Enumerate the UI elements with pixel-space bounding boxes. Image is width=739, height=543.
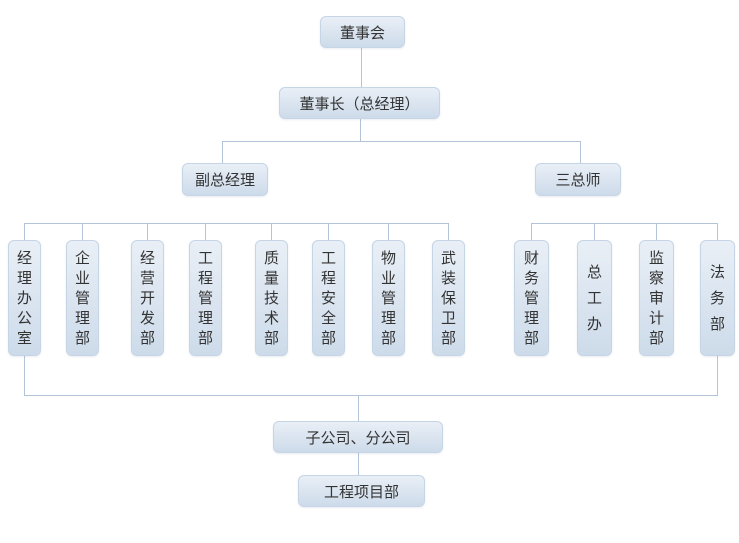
node-dept-manager-office: 经理办公室 — [8, 240, 41, 356]
node-dept-engineering-safety: 工程安全部 — [312, 240, 345, 356]
connector-dept-stub — [594, 223, 595, 240]
connector-left-dept-rail — [24, 223, 449, 224]
connector-dept-stub — [147, 223, 148, 240]
connector-dept-stub — [82, 223, 83, 240]
node-dept-enterprise-management: 企业管理部 — [66, 240, 99, 356]
connector-dept-stub — [717, 223, 718, 240]
connector-to-deputy-gm — [222, 141, 223, 163]
node-dept-quality-technology: 质量技术部 — [255, 240, 288, 356]
connector-bottom-rail — [24, 395, 718, 396]
connector-dept-stub — [388, 223, 389, 240]
node-three-chief-engineers: 三总师 — [535, 163, 621, 196]
connector-dept-stub — [205, 223, 206, 240]
node-dept-legal-affairs: 法务部 — [700, 240, 735, 356]
node-dept-supervision-audit: 监察审计部 — [639, 240, 674, 356]
node-dept-property-management: 物业管理部 — [372, 240, 405, 356]
connector-right-down — [717, 356, 718, 395]
connector-dept-stub — [656, 223, 657, 240]
node-dept-armed-security: 武装保卫部 — [432, 240, 465, 356]
connector-dept-stub — [24, 223, 25, 240]
node-subsidiaries-branches: 子公司、分公司 — [273, 421, 443, 453]
connector-dept-stub — [271, 223, 272, 240]
connector-to-subsidiaries — [358, 395, 359, 421]
node-dept-financial-management: 财务管理部 — [514, 240, 549, 356]
connector-chairman-down — [360, 119, 361, 141]
connector-dept-stub — [328, 223, 329, 240]
connector-dept-stub — [448, 223, 449, 240]
connector-level3-rail — [222, 141, 581, 142]
node-board-of-directors: 董事会 — [320, 16, 405, 48]
node-chairman-general-manager: 董事长（总经理） — [279, 87, 440, 119]
connector-right-dept-rail — [531, 223, 718, 224]
node-engineering-project-dept: 工程项目部 — [298, 475, 425, 507]
node-dept-chief-engineer-office: 总工办 — [577, 240, 612, 356]
node-dept-business-development: 经营开发部 — [131, 240, 164, 356]
node-dept-engineering-management: 工程管理部 — [189, 240, 222, 356]
connector-board-chairman — [361, 48, 362, 87]
connector-to-three-chiefs — [580, 141, 581, 163]
connector-dept-stub — [531, 223, 532, 240]
connector-subsidiaries-project — [358, 453, 359, 475]
node-deputy-general-manager: 副总经理 — [182, 163, 268, 196]
connector-left-down — [24, 356, 25, 395]
